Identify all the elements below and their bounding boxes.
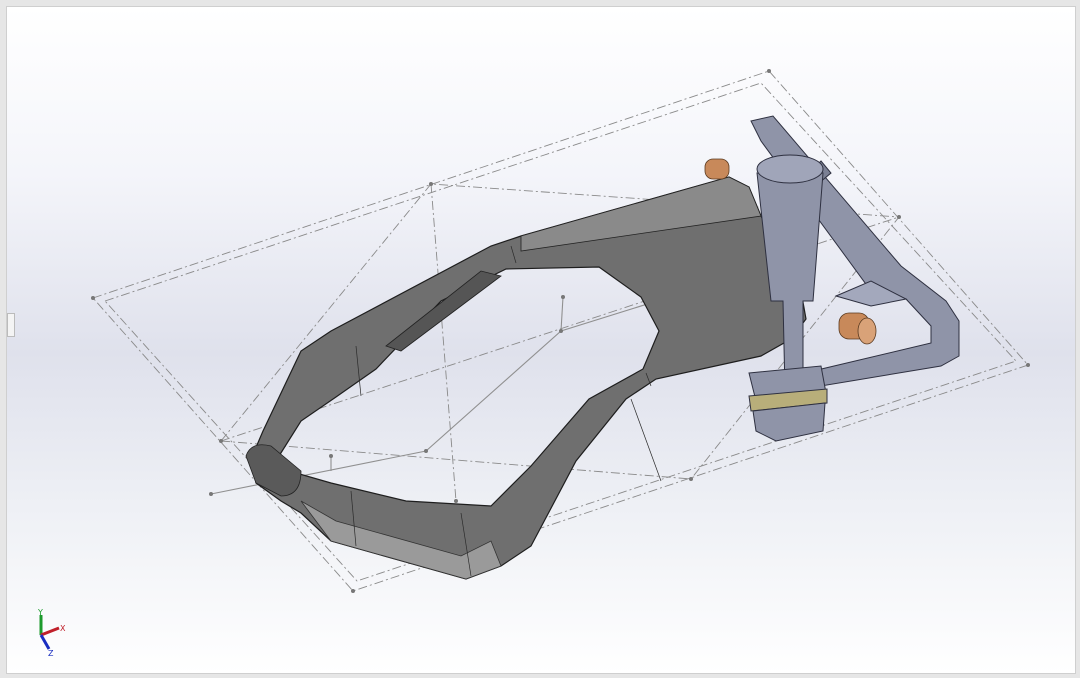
model-viewport[interactable] [7, 7, 1075, 673]
pin-front[interactable] [838, 312, 877, 345]
panel-expand-handle[interactable] [7, 313, 15, 337]
pin-back[interactable] [704, 158, 730, 180]
clamp-post[interactable] [748, 154, 828, 442]
z-axis-arrow [39, 634, 51, 650]
frame-part[interactable] [245, 176, 807, 580]
x-axis-arrow [40, 626, 60, 637]
y-axis-label: Y [37, 608, 43, 617]
reference-triad: Y X Z [37, 608, 66, 657]
sketch-points [91, 69, 1030, 593]
x-axis-label: X [60, 624, 66, 633]
graphics-area[interactable]: Y X Z [6, 6, 1076, 674]
z-axis-label: Z [48, 649, 54, 657]
